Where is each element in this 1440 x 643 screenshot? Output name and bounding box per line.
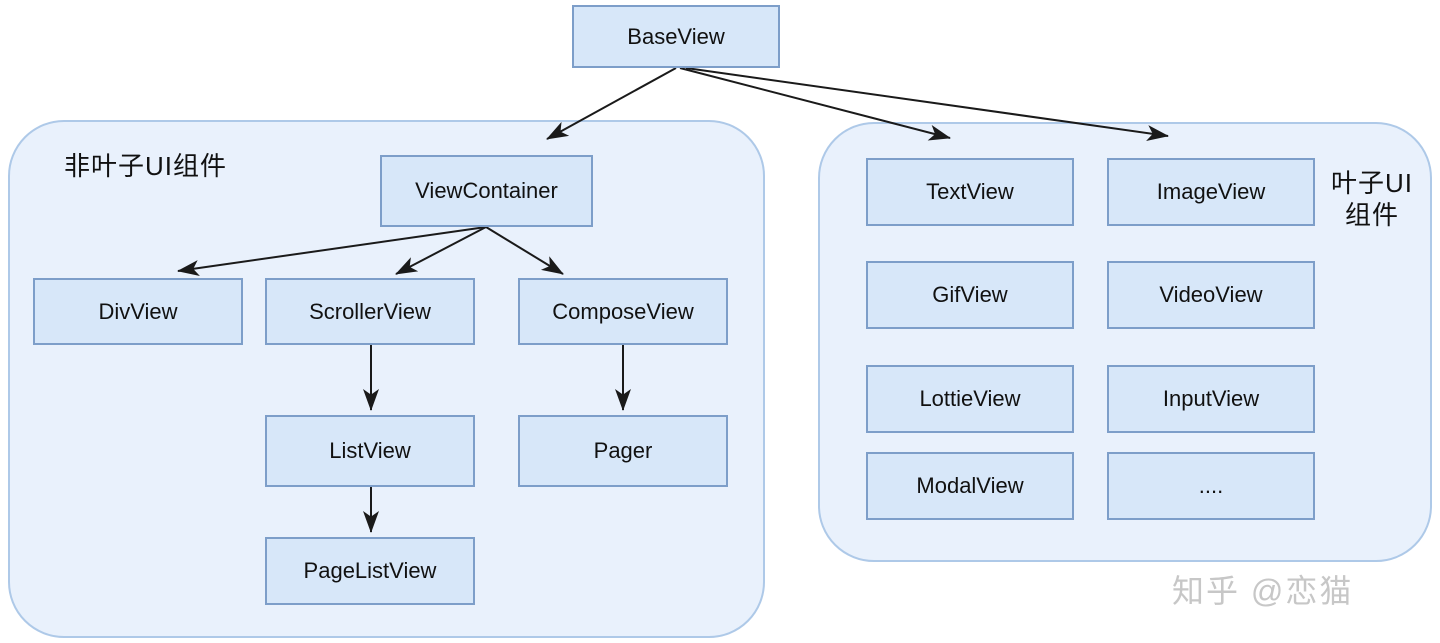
- node-pagelistview: PageListView: [265, 537, 475, 605]
- group-label-leaf-line2: 组件: [1344, 200, 1399, 230]
- node-videoview: VideoView: [1107, 261, 1315, 329]
- node-more: ....: [1107, 452, 1315, 520]
- group-label-leaf-line1: 叶子UI: [1330, 168, 1413, 198]
- node-viewcontainer: ViewContainer: [380, 155, 593, 227]
- node-gifview: GifView: [866, 261, 1074, 329]
- node-inputview: InputView: [1107, 365, 1315, 433]
- node-imageview: ImageView: [1107, 158, 1315, 226]
- node-baseview: BaseView: [572, 5, 780, 68]
- group-label-leaf: 叶子UI 组件: [1322, 167, 1422, 231]
- watermark-zhihu: 知乎 @恋猫: [1172, 573, 1354, 609]
- node-listview: ListView: [265, 415, 475, 487]
- node-textview: TextView: [866, 158, 1074, 226]
- node-lottieview: LottieView: [866, 365, 1074, 433]
- node-pager: Pager: [518, 415, 728, 487]
- node-scrollerview: ScrollerView: [265, 278, 475, 345]
- node-composeview: ComposeView: [518, 278, 728, 345]
- group-label-nonleaf: 非叶子UI组件: [64, 151, 228, 181]
- node-divview: DivView: [33, 278, 243, 345]
- node-modalview: ModalView: [866, 452, 1074, 520]
